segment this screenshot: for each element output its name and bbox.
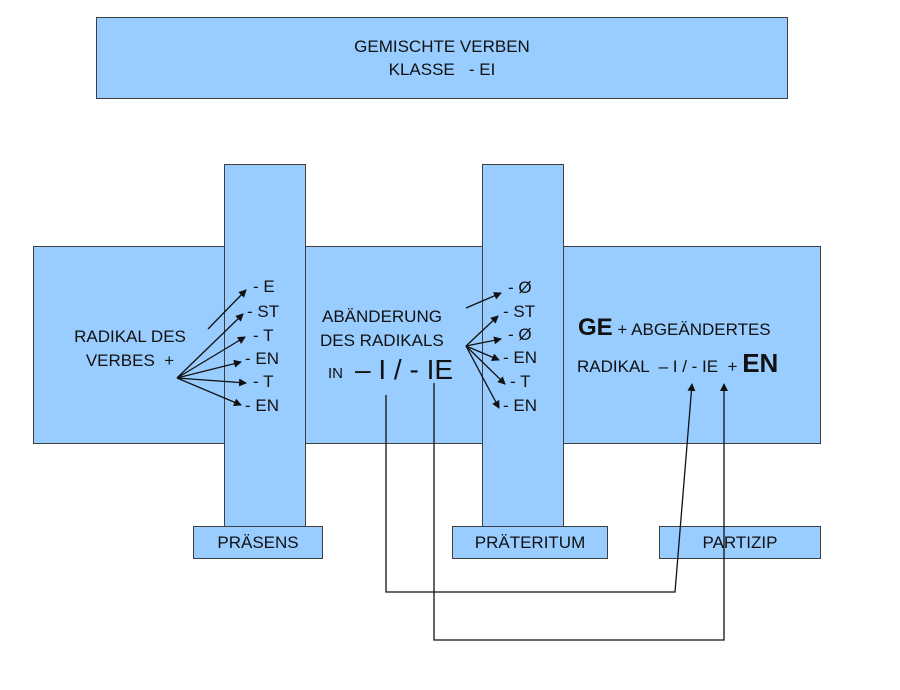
arrow-line bbox=[176, 377, 242, 406]
radikal-des-line: RADIKAL DES bbox=[74, 327, 186, 346]
arrow-line bbox=[176, 359, 242, 379]
arrow-line bbox=[176, 336, 246, 379]
praesens-ending: - E bbox=[253, 277, 275, 296]
in-label: IN bbox=[328, 365, 343, 382]
praesens-ending: - T bbox=[253, 326, 274, 345]
arrow-line bbox=[207, 289, 247, 330]
praeteritum-ending: - Ø bbox=[508, 278, 532, 297]
verbes-line: VERBES + bbox=[85, 351, 175, 370]
praeteritum-ending: - T bbox=[510, 372, 531, 391]
title-line-2: KLASSE - EI bbox=[388, 60, 496, 79]
connector-i-to-partizip bbox=[385, 383, 696, 593]
abgeaendertes-text: + ABGEÄNDERTES bbox=[617, 320, 771, 339]
vowel-change: – I / - IE bbox=[355, 354, 454, 385]
praeteritum-ending: - EN bbox=[503, 348, 537, 367]
partizip-formula-line-2: RADIKAL – I / - IE + EN bbox=[577, 350, 778, 376]
praeteritum-label: PRÄTERITUM bbox=[452, 526, 608, 559]
arrow-line bbox=[465, 336, 502, 347]
praeteritum-ending: - Ø bbox=[508, 325, 532, 344]
arrow-line bbox=[465, 345, 500, 409]
des-radikals-line: DES RADIKALS bbox=[320, 331, 444, 350]
ge-prefix: GE bbox=[578, 314, 613, 341]
praeteritum-column bbox=[482, 164, 564, 527]
praeteritum-ending: - EN bbox=[503, 396, 537, 415]
arrow-line bbox=[176, 377, 247, 387]
arrow-line bbox=[465, 292, 502, 309]
partizip-formula-line-1: GE + ABGEÄNDERTES bbox=[578, 316, 771, 340]
title-line-1: GEMISCHTE VERBEN bbox=[354, 37, 530, 56]
arrow-line bbox=[176, 313, 244, 379]
praesens-ending: - EN bbox=[245, 349, 279, 368]
radikal-text: RADIKAL – I / - IE + bbox=[577, 357, 738, 376]
praeteritum-ending: - ST bbox=[503, 302, 536, 321]
praesens-ending: - ST bbox=[247, 302, 280, 321]
connector-ie-to-partizip bbox=[433, 383, 728, 641]
abaenderung-line: ABÄNDERUNG bbox=[322, 307, 442, 326]
arrow-line bbox=[465, 345, 506, 385]
praesens-label: PRÄSENS bbox=[193, 526, 323, 559]
arrow-line bbox=[465, 345, 500, 361]
en-suffix: EN bbox=[742, 348, 779, 378]
praesens-ending: - EN bbox=[245, 396, 279, 415]
title-box bbox=[96, 17, 788, 99]
partizip-label: PARTIZIP bbox=[659, 526, 821, 559]
arrow-line bbox=[465, 315, 499, 347]
praesens-ending: - T bbox=[253, 372, 274, 391]
